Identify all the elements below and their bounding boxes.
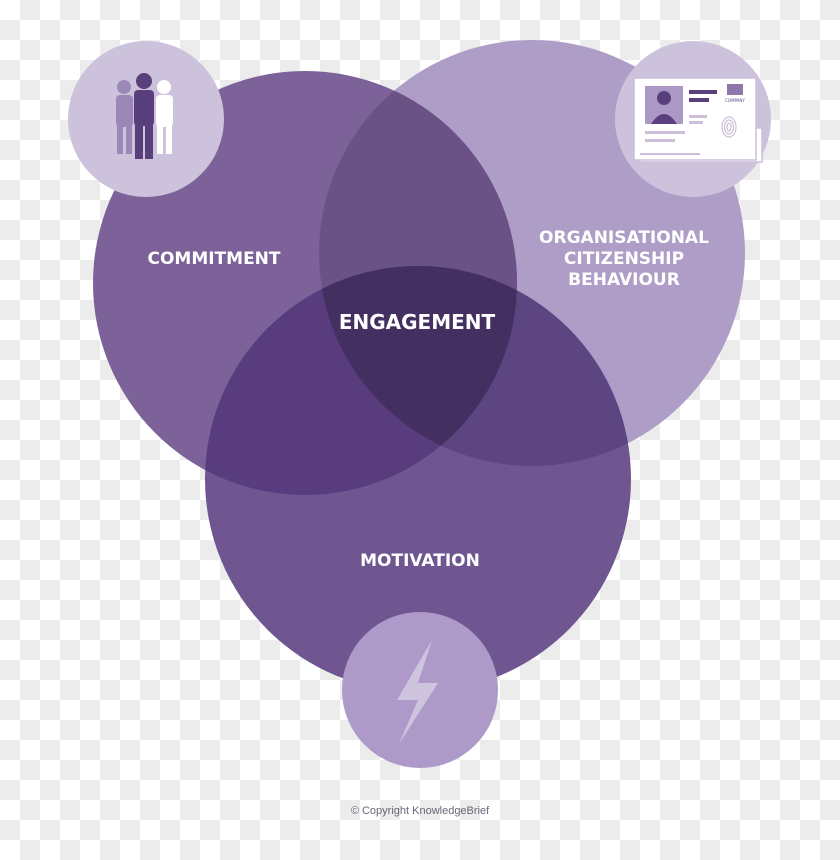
lightning-bolt-icon [397,640,438,744]
engagement-label: ENGAGEMENT [339,310,496,334]
copyright-text: © Copyright KnowledgeBrief [350,805,490,817]
ocb-label-line2: CITIZENSHIP [564,249,684,269]
commitment-badge [68,41,224,197]
ocb-label-line3: BEHAVIOUR [568,270,680,290]
overlap-ocb-motivation [319,266,631,466]
people-group-icon [116,73,173,159]
motivation-label: MOTIVATION [360,551,480,571]
card-company-text: COMPANY [725,98,745,103]
ocb-badge: COMPANY [615,41,771,197]
motivation-badge [342,612,498,768]
ocb-label-line1: ORGANISATIONAL [539,228,709,248]
id-card-icon: COMPANY [633,77,763,163]
commitment-label: COMMITMENT [147,249,280,269]
